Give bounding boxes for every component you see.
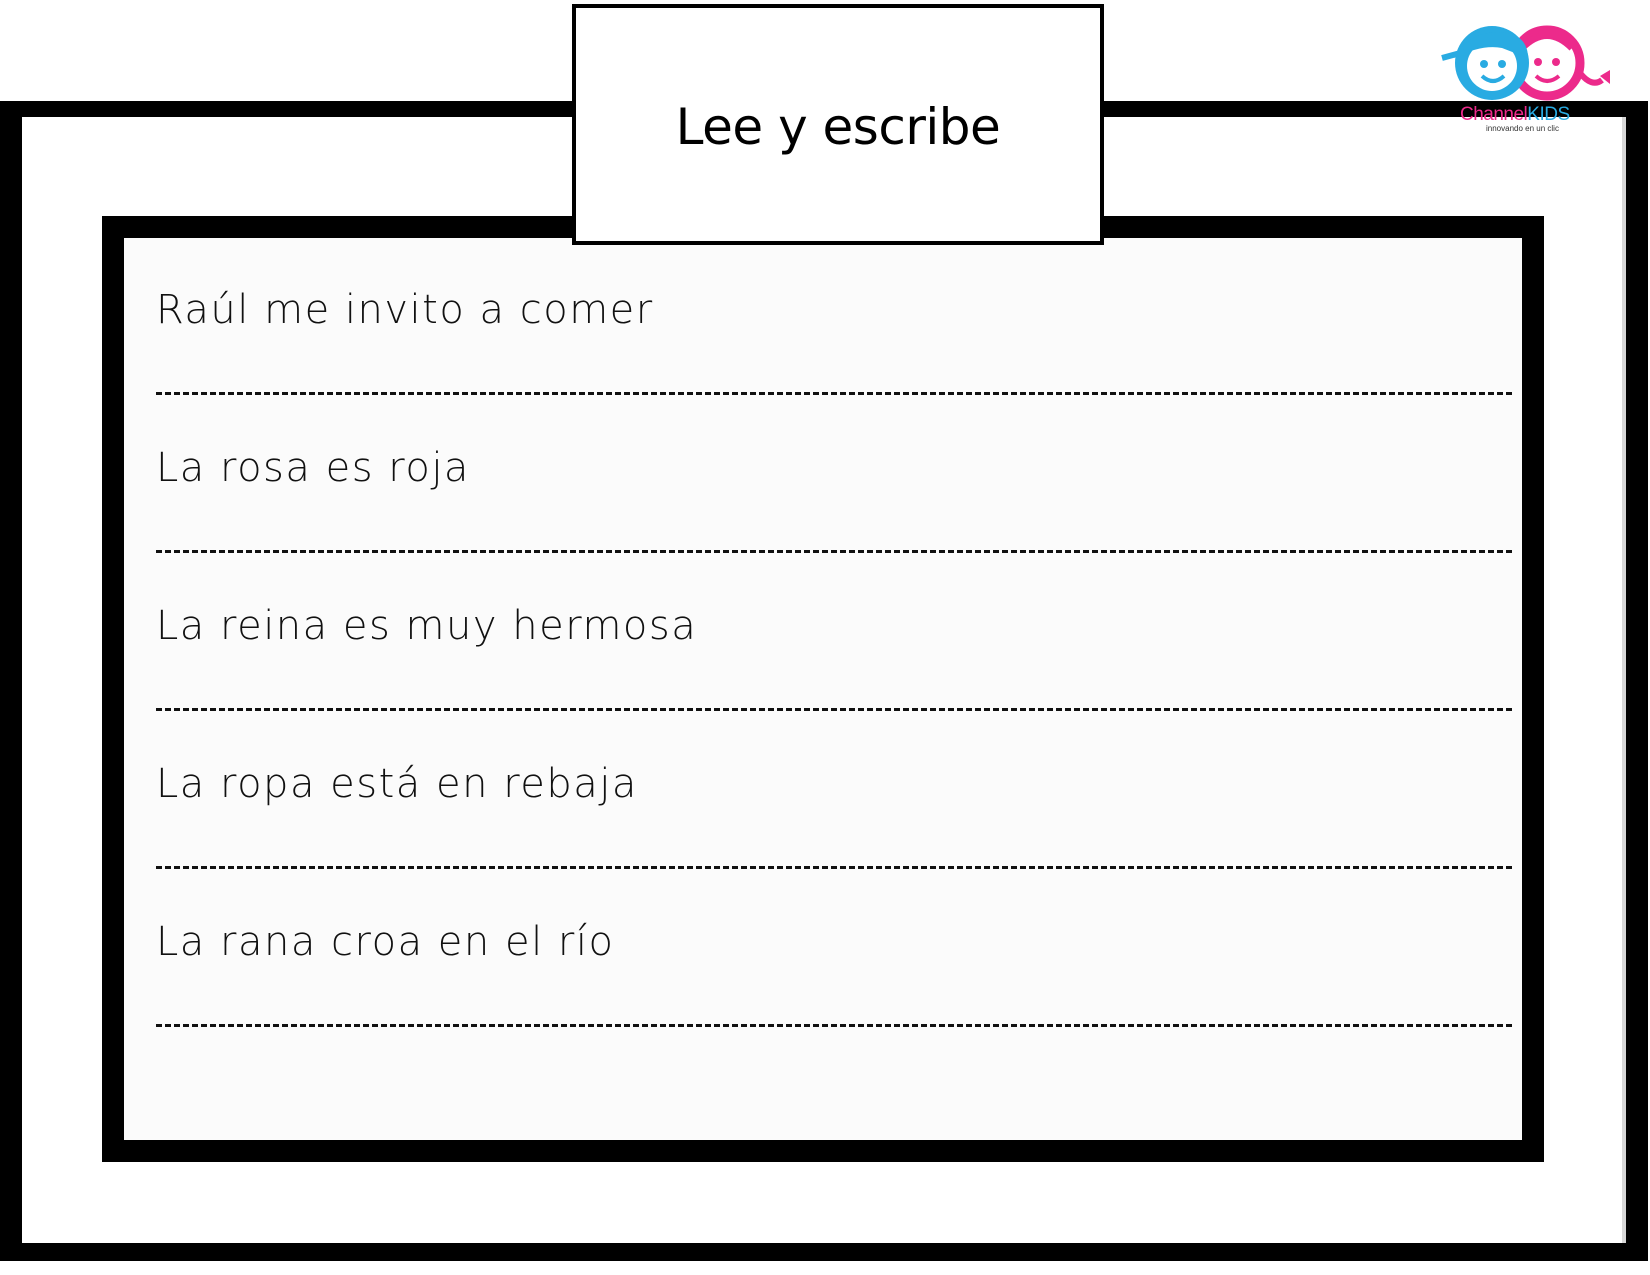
sentence-text: Raúl me invito a comer	[156, 287, 654, 333]
logo-faces-icon	[1441, 25, 1610, 101]
writing-line[interactable]	[156, 392, 1512, 395]
writing-line[interactable]	[156, 1024, 1512, 1027]
logo-tagline: innovando en un clic	[1486, 124, 1559, 133]
sentence-text: La rana croa en el río	[156, 919, 615, 965]
inner-frame	[102, 216, 1544, 1162]
exercise-item: La reina es muy hermosa	[156, 602, 1514, 711]
writing-line[interactable]	[156, 866, 1512, 869]
exercise-item: La ropa está en rebaja	[156, 760, 1514, 869]
page-title: Lee y escribe	[675, 98, 1001, 156]
channelkids-logo: ChannelKIDS innovando en un clic	[1432, 18, 1618, 136]
logo-wordmark: ChannelKIDS	[1460, 104, 1570, 126]
logo-wordmark-part1: Channel	[1460, 104, 1528, 125]
title-box: Lee y escribe	[572, 4, 1104, 245]
exercise-item: La rosa es roja	[156, 444, 1514, 553]
exercise-item: La rana croa en el río	[156, 918, 1514, 1027]
sentence-text: La ropa está en rebaja	[156, 761, 638, 807]
sentence-text: La reina es muy hermosa	[156, 603, 698, 649]
logo-wordmark-part2: KIDS	[1527, 104, 1570, 125]
writing-line[interactable]	[156, 550, 1512, 553]
exercise-item: Raúl me invito a comer	[156, 286, 1514, 395]
writing-line[interactable]	[156, 708, 1512, 711]
sentence-text: La rosa es roja	[156, 445, 470, 491]
